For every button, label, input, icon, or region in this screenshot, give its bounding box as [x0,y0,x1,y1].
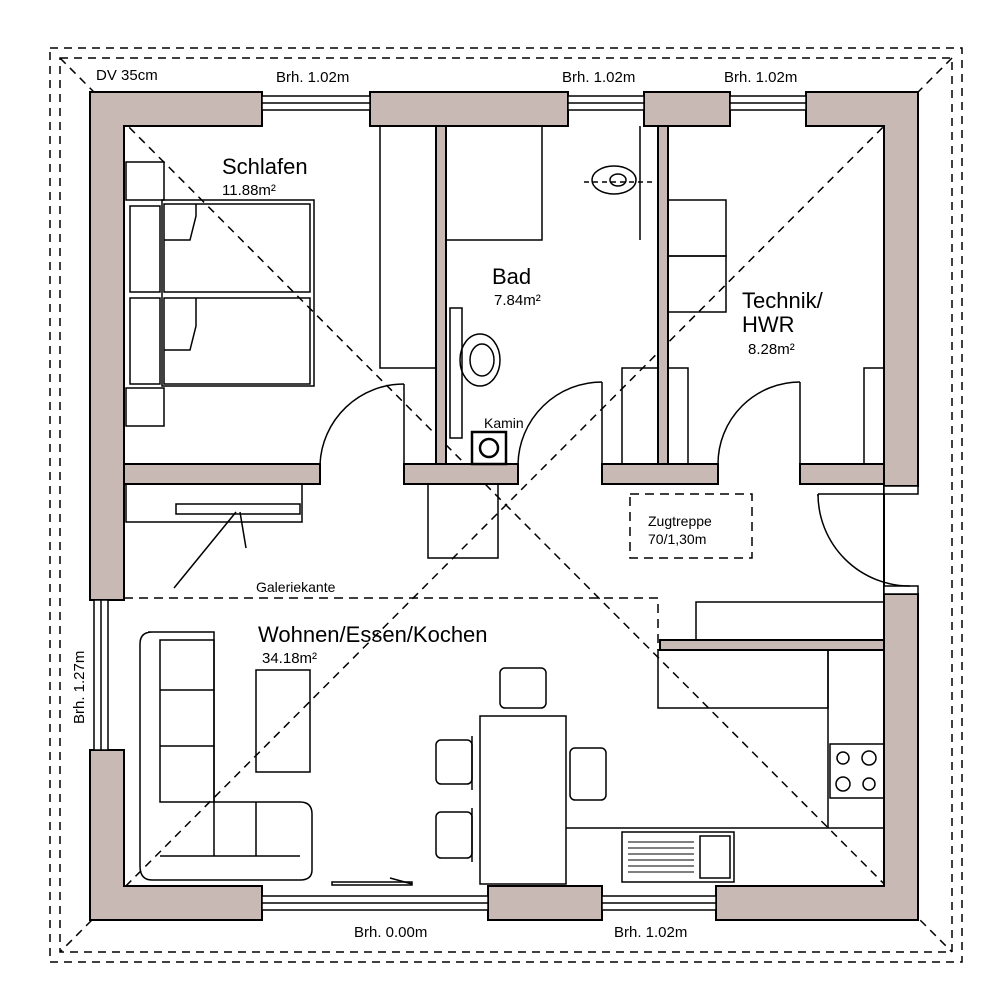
window-label-bottom-right: Brh. 1.02m [614,924,687,941]
gallery-edge [124,493,753,650]
bedroom-furniture [125,125,437,427]
room-area-technik: 8.28m² [748,341,795,358]
zugtreppe-size-label: 70/1,30m [648,531,706,547]
windows [93,95,919,911]
living-furniture [125,483,885,886]
wall-thickness-label: DV 35cm [96,67,158,84]
interior-walls [123,125,885,651]
room-name-technik-line2: HWR [742,312,795,337]
bath-fixtures [445,125,652,466]
window-label-top-middle: Brh. 1.02m [562,69,635,86]
room-name-wohnen: Wohnen/Essen/Kochen [258,622,488,647]
room-name-bad: Bad [492,264,531,289]
zugtreppe-label: Zugtreppe [648,513,712,529]
window-label-bottom-left: Brh. 0.00m [354,924,427,941]
window-label-left: Brh. 1.27m [71,651,88,724]
room-area-bad: 7.84m² [494,292,541,309]
room-area-wohnen: 34.18m² [262,650,317,667]
kamin-label: Kamin [484,415,524,431]
sink [628,841,694,873]
window-label-top-right: Brh. 1.02m [724,69,797,86]
room-name-schlafen: Schlafen [222,154,308,179]
technik-fixtures [621,199,885,465]
roof-outline [49,47,963,963]
window-label-top-left: Brh. 1.02m [276,69,349,86]
doors [319,381,911,587]
room-name-technik: Technik/ [742,288,824,313]
gallery-edge-label: Galeriekante [256,579,336,595]
room-area-schlafen: 11.88m² [222,182,276,199]
